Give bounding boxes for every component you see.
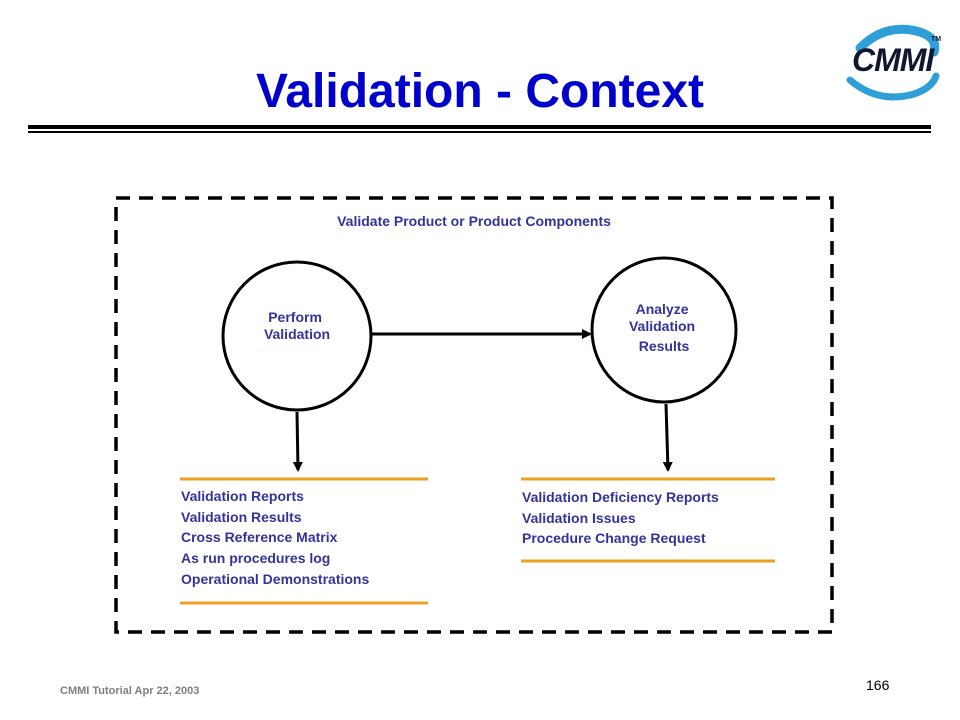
cmmi-logo-swoosh [846,24,940,101]
slide-title: Validation - Context [255,65,705,118]
process-perform-validation [221,260,373,412]
process-boundary [114,196,834,634]
store-item: Cross Reference Matrix [181,529,338,545]
process-analyze-validation-results [590,256,738,404]
page-number: 166 [866,677,890,693]
store-item: Operational Demonstrations [181,571,369,587]
logo-trademark: TM [931,36,942,43]
footer-text: CMMI Tutorial Apr 22, 2003 [60,685,200,697]
store-item: Validation Deficiency Reports [522,489,719,505]
flow-arrow-analyze-to-store [662,403,673,472]
logo-swoosh-top [855,24,940,57]
process-analyze-validation-results-label: Analyze Validation Results [629,301,699,354]
process-label-line: Analyze [636,301,689,317]
cmmi-logo: CMMI TM [838,18,950,106]
store-left-items: Validation Reports Validation Results Cr… [181,488,369,587]
process-label-line: Perform [268,309,322,325]
store-item: Validation Results [181,509,302,525]
process-label-line: Validation [629,318,695,334]
store-item: Validation Reports [181,488,304,504]
boundary-label: Validate Product or Product Components [337,213,611,229]
process-perform-validation-label: Perform Validation [264,309,330,342]
logo-swoosh-bottom [846,72,940,101]
process-label-line: Results [639,338,690,354]
store-item: Validation Issues [522,510,636,526]
store-item: Procedure Change Request [522,530,706,546]
store-item: As run procedures log [181,550,330,566]
flow-arrow-perform-to-store [292,411,303,472]
title-rule-thin [28,131,931,133]
store-right-items: Validation Deficiency Reports Validation… [522,489,723,546]
process-label-line: Validation [264,326,330,342]
logo-text: CMMI [852,42,934,78]
title-rule-thick [28,125,931,129]
